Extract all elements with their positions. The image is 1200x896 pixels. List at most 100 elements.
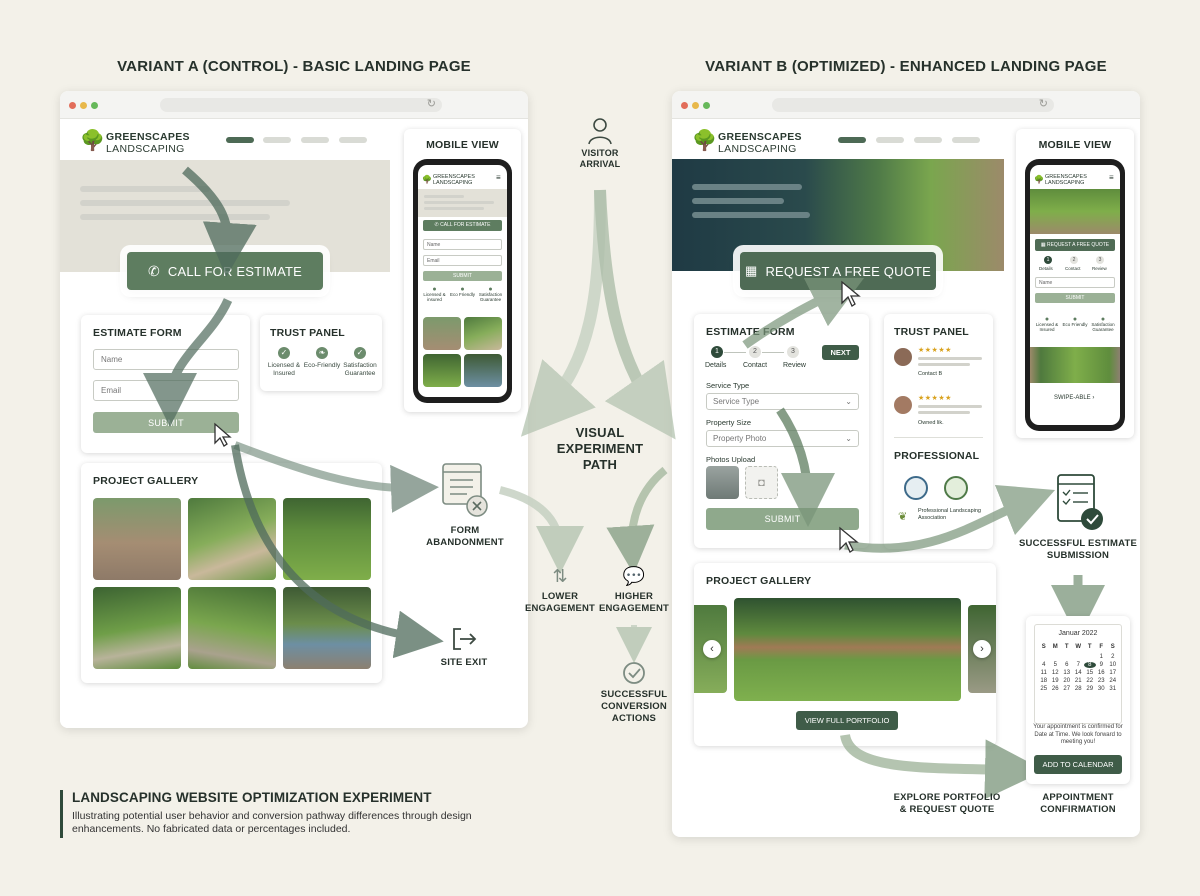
- reload-icon[interactable]: ↻: [1038, 98, 1048, 110]
- trust-panel-title: TRUST PANEL: [270, 327, 345, 339]
- mobile-carousel-photo[interactable]: [1030, 347, 1120, 383]
- calendar-day[interactable]: 13: [1063, 670, 1071, 676]
- calendar-day[interactable]: 18: [1040, 678, 1048, 684]
- calendar-day: [1073, 654, 1085, 660]
- url-bar[interactable]: ↻: [772, 98, 1054, 112]
- calendar-day[interactable]: 14: [1074, 670, 1082, 676]
- step-2-indicator: 2: [749, 346, 761, 358]
- gallery-photo[interactable]: [188, 587, 276, 669]
- nav-item[interactable]: [838, 137, 866, 143]
- mobile-submit-button[interactable]: SUBMIT: [423, 271, 502, 281]
- nav-item[interactable]: [876, 137, 904, 143]
- visitor-arrival: VISITOR ARRIVAL: [570, 117, 630, 170]
- email-field[interactable]: Email: [93, 380, 239, 401]
- calendar-day[interactable]: 26: [1051, 686, 1059, 692]
- calendar-day[interactable]: 19: [1051, 678, 1059, 684]
- calendar-day[interactable]: 15: [1086, 670, 1094, 676]
- hamburger-icon[interactable]: ≡: [1109, 173, 1114, 182]
- gallery-photo[interactable]: [188, 498, 276, 580]
- mobile-email-field[interactable]: Email: [423, 255, 502, 266]
- mobile-name-field[interactable]: Name: [423, 239, 502, 250]
- calendar-day[interactable]: 23: [1097, 678, 1105, 684]
- mobile-cta-button[interactable]: ✆ CALL FOR ESTIMATE: [423, 220, 502, 231]
- calendar-day[interactable]: 11: [1040, 670, 1047, 676]
- view-full-portfolio-button[interactable]: VIEW FULL PORTFOLIO: [796, 711, 898, 730]
- avatar: [894, 396, 912, 414]
- gallery-photo[interactable]: [93, 498, 181, 580]
- calendar-day[interactable]: 21: [1074, 678, 1082, 684]
- calendar-day[interactable]: 27: [1063, 686, 1071, 692]
- calendar-day[interactable]: 7: [1076, 662, 1080, 668]
- calendar-day[interactable]: 28: [1074, 686, 1082, 692]
- gallery-photo[interactable]: [93, 587, 181, 669]
- nav-item[interactable]: [226, 137, 254, 143]
- mobile-gallery-photo[interactable]: [423, 317, 461, 350]
- add-to-calendar-button[interactable]: ADD TO CALENDAR: [1034, 755, 1122, 774]
- next-button[interactable]: NEXT: [822, 345, 859, 360]
- service-type-select[interactable]: Service Type⌄: [706, 393, 859, 410]
- mobile-step-1: 1: [1044, 256, 1052, 264]
- uploaded-photo-thumbnail[interactable]: [706, 466, 739, 499]
- calendar-day[interactable]: 24: [1109, 678, 1117, 684]
- mobile-cta-button[interactable]: ▦ REQUEST A FREE QUOTE: [1035, 239, 1115, 251]
- calendar-day[interactable]: 30: [1097, 686, 1105, 692]
- submit-button[interactable]: SUBMIT: [706, 508, 859, 530]
- calendar-day-selected[interactable]: 8: [1084, 662, 1096, 668]
- carousel-next-button[interactable]: ›: [973, 640, 991, 658]
- calendar-day[interactable]: 20: [1063, 678, 1071, 684]
- gallery-photo[interactable]: [283, 498, 371, 580]
- calendar-day[interactable]: 17: [1109, 670, 1117, 676]
- nav-item[interactable]: [914, 137, 942, 143]
- calendar-day[interactable]: 5: [1053, 662, 1057, 668]
- calendar-day[interactable]: 6: [1065, 662, 1069, 668]
- request-free-quote-button[interactable]: ▦ REQUEST A FREE QUOTE: [740, 252, 936, 290]
- nav-item[interactable]: [301, 137, 329, 143]
- calendar-weekday: S: [1041, 644, 1046, 650]
- upload-photo-slot[interactable]: ◘: [745, 466, 778, 499]
- name-field[interactable]: Name: [93, 349, 239, 370]
- calendar-day[interactable]: 4: [1042, 662, 1046, 668]
- nav-item[interactable]: [263, 137, 291, 143]
- nav-item[interactable]: [952, 137, 980, 143]
- visual-experiment-path-label: VISUAL EXPERIMENT PATH: [556, 425, 644, 472]
- form-abandonment: FORM ABANDONMENT: [415, 460, 515, 549]
- mobile-gallery-photo[interactable]: [464, 354, 502, 387]
- nav-item[interactable]: [339, 137, 367, 143]
- calendar-day[interactable]: 29: [1086, 686, 1094, 692]
- calendar-day[interactable]: 16: [1097, 670, 1105, 676]
- url-bar[interactable]: ↻: [160, 98, 442, 112]
- certification-badge-icon: [944, 476, 968, 500]
- step-label-details: Details: [705, 362, 727, 369]
- gallery-photo-main[interactable]: [734, 598, 961, 701]
- mobile-gallery-photo[interactable]: [464, 317, 502, 350]
- calendar-day[interactable]: 2: [1111, 654, 1115, 660]
- mobile-trust-licensed: ●Licensed & Insured: [1035, 316, 1059, 332]
- exit-icon: [453, 628, 477, 650]
- property-size-select[interactable]: Property Photo⌄: [706, 430, 859, 447]
- calendar-day[interactable]: 9: [1099, 662, 1103, 668]
- calendar-weekday: T: [1087, 644, 1092, 650]
- tree-logo-icon: 🌳: [1034, 175, 1044, 184]
- reload-icon[interactable]: ↻: [426, 98, 436, 110]
- mobile-submit-button[interactable]: SUBMIT: [1035, 293, 1115, 303]
- calendar-day[interactable]: 31: [1109, 686, 1117, 692]
- gallery-photo[interactable]: [283, 587, 371, 669]
- calendar-day[interactable]: 22: [1086, 678, 1094, 684]
- call-for-estimate-button[interactable]: ✆ CALL FOR ESTIMATE: [127, 252, 323, 290]
- calendar-day[interactable]: 12: [1051, 670, 1059, 676]
- calendar-day: [1084, 654, 1096, 660]
- variant-b-heading: VARIANT B (OPTIMIZED) - ENHANCED LANDING…: [705, 58, 1107, 75]
- hamburger-icon[interactable]: ≡: [496, 173, 501, 182]
- calendar-day[interactable]: 1: [1099, 654, 1103, 660]
- project-gallery-carousel: PROJECT GALLERY ‹ › VIEW FULL PORTFOLIO: [694, 563, 996, 746]
- calendar-day[interactable]: 10: [1109, 662, 1117, 668]
- up-down-arrows-icon: ⇅: [552, 566, 568, 586]
- mobile-name-field[interactable]: Name: [1035, 277, 1115, 288]
- carousel-prev-button[interactable]: ‹: [703, 640, 721, 658]
- browser-chrome: ↻: [672, 91, 1140, 119]
- form-title: ESTIMATE FORM: [93, 327, 182, 339]
- trust-item-licensed: ✓Licensed & Insured: [267, 347, 301, 377]
- calendar-day[interactable]: 25: [1040, 686, 1048, 692]
- mobile-gallery-photo[interactable]: [423, 354, 461, 387]
